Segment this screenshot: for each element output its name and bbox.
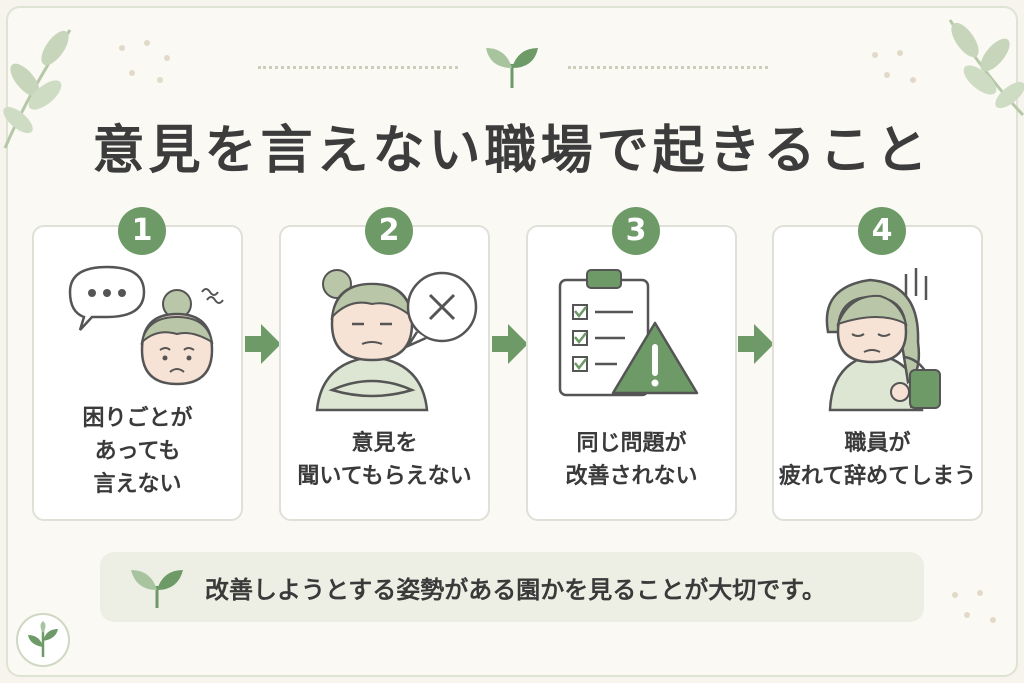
dots-decoration-icon [952, 590, 996, 623]
summary-text: 改善しようとする姿勢がある園かを見ることが大切です。 [205, 576, 826, 604]
checklist-warning-icon [558, 269, 699, 397]
crossed-arms-rejected-person-icon [315, 269, 478, 412]
step-text: 職員が 疲れて辞めてしまう [778, 431, 977, 489]
arrow-right-icon [492, 324, 528, 364]
summary-banner [100, 552, 924, 622]
tired-leaving-person-icon [825, 268, 941, 412]
corner-logo [16, 613, 70, 667]
step-number-badge: 3 [612, 207, 660, 255]
arrow-right-icon [245, 324, 281, 364]
sprout-icon [131, 570, 183, 608]
title-divider-right [568, 66, 768, 69]
sprout-icon [486, 48, 538, 88]
dots-decoration-icon [872, 50, 916, 83]
step-text: 同じ問題が 改善されない [565, 431, 698, 489]
step-number-badge: 2 [365, 207, 413, 255]
step-number-badge: 4 [858, 207, 906, 255]
step-text: 困りごとが あっても 言えない [82, 406, 193, 497]
arrow-right-icon [738, 324, 774, 364]
step-text: 意見を 聞いてもらえない [297, 431, 472, 489]
step-number-badge: 1 [118, 207, 166, 255]
leaf-branch-top-left-icon [3, 29, 72, 149]
page-title: 意見を言えない職場で起きること [92, 121, 932, 181]
sprout-icon [28, 621, 58, 657]
leaf-branch-top-right-icon [948, 19, 1024, 117]
title-divider-left [258, 66, 458, 69]
dots-decoration-icon [119, 40, 170, 83]
speech-bubble-worried-person-icon [68, 265, 224, 386]
